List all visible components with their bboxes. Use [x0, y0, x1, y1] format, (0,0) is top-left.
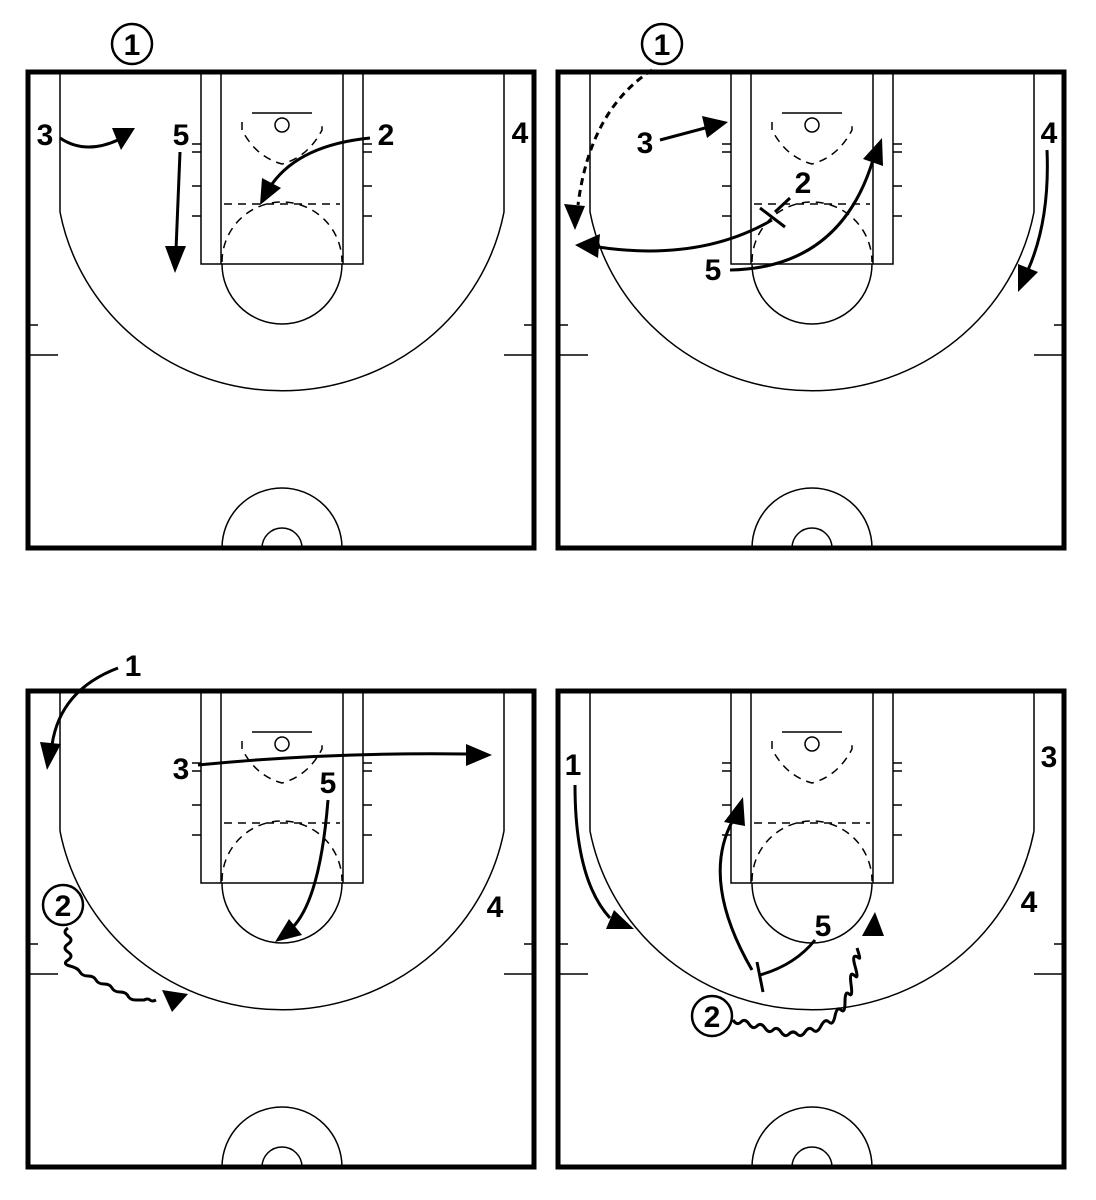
panel-top-right: 1 3 2 5 4: [558, 22, 1064, 548]
player-1-label: 1: [124, 29, 141, 62]
ball-handler-circle: [110, 22, 154, 66]
cut-line-2: [597, 218, 773, 253]
arrowhead-icon: [702, 116, 728, 138]
cut-line-5: [174, 151, 182, 251]
player-2-label: 2: [795, 167, 812, 200]
panel-top-left: 1 3 5 2 4: [28, 22, 534, 548]
court-top-right: [558, 72, 1064, 548]
player-2-label: 2: [378, 119, 395, 152]
cut-line-3: [197, 752, 469, 767]
arrowhead-icon: [575, 234, 600, 258]
arrowhead-icon: [260, 178, 281, 205]
player-5-label: 5: [705, 254, 722, 287]
panel-bottom-left: 1 3 5 4 2: [28, 650, 534, 1167]
arrowhead-icon: [862, 912, 884, 936]
player-1-label: 1: [125, 650, 142, 683]
player-3-label: 3: [37, 119, 54, 152]
screen-mark: [759, 206, 786, 229]
cut-line-3: [59, 136, 119, 149]
arrowhead-icon: [1018, 264, 1038, 292]
dribble-line-2: [731, 947, 862, 1038]
cut-line-5: [729, 159, 875, 272]
cut-line-5: [759, 939, 817, 977]
cut-line-player-curl: [718, 819, 754, 971]
player-4-label: 4: [512, 117, 529, 150]
player-3-label: 3: [173, 753, 190, 786]
cut-line-1: [50, 666, 119, 746]
cut-line-2: [270, 136, 371, 185]
player-1-label: 1: [654, 29, 671, 62]
dribble-line-2: [63, 926, 157, 1003]
cut-line-3: [659, 126, 706, 142]
player-3-label: 3: [637, 127, 654, 160]
player-4-label: 4: [487, 891, 504, 924]
pass-line-1: [576, 68, 653, 206]
player-4-label: 4: [1021, 886, 1038, 919]
arrowhead-icon: [606, 910, 634, 929]
player-5-label: 5: [320, 767, 337, 800]
cut-line-5: [290, 799, 330, 930]
arrowhead-icon: [724, 797, 745, 826]
player-4-label: 4: [1041, 117, 1058, 150]
cut-line-2-start: [773, 196, 792, 214]
cut-line-1: [573, 784, 612, 920]
court-bottom-left: [28, 691, 534, 1167]
cut-line-4: [1026, 149, 1049, 271]
arrowhead-icon: [466, 744, 492, 766]
player-3-label: 3: [1041, 741, 1058, 774]
arrowhead-icon: [112, 128, 135, 150]
player-2-label: 2: [704, 1001, 721, 1034]
arrowhead-icon: [165, 246, 186, 273]
arrowhead-icon: [275, 919, 302, 942]
player-5-label: 5: [815, 910, 832, 943]
panel-bottom-right: 1 3 4 5 2: [558, 691, 1064, 1167]
player-2-label: 2: [55, 890, 72, 923]
ball-handler-circle: [41, 883, 85, 927]
ball-handler-circle: [690, 994, 734, 1038]
arrowhead-icon: [863, 138, 883, 166]
arrowhead-icon: [564, 204, 585, 230]
player-5-label: 5: [173, 119, 190, 152]
arrowhead-icon: [40, 742, 61, 770]
ball-handler-circle: [640, 22, 684, 66]
screen-mark: [755, 961, 765, 993]
player-1-label: 1: [565, 749, 582, 782]
court-top-left: [28, 72, 534, 548]
arrowhead-icon: [162, 990, 188, 1012]
